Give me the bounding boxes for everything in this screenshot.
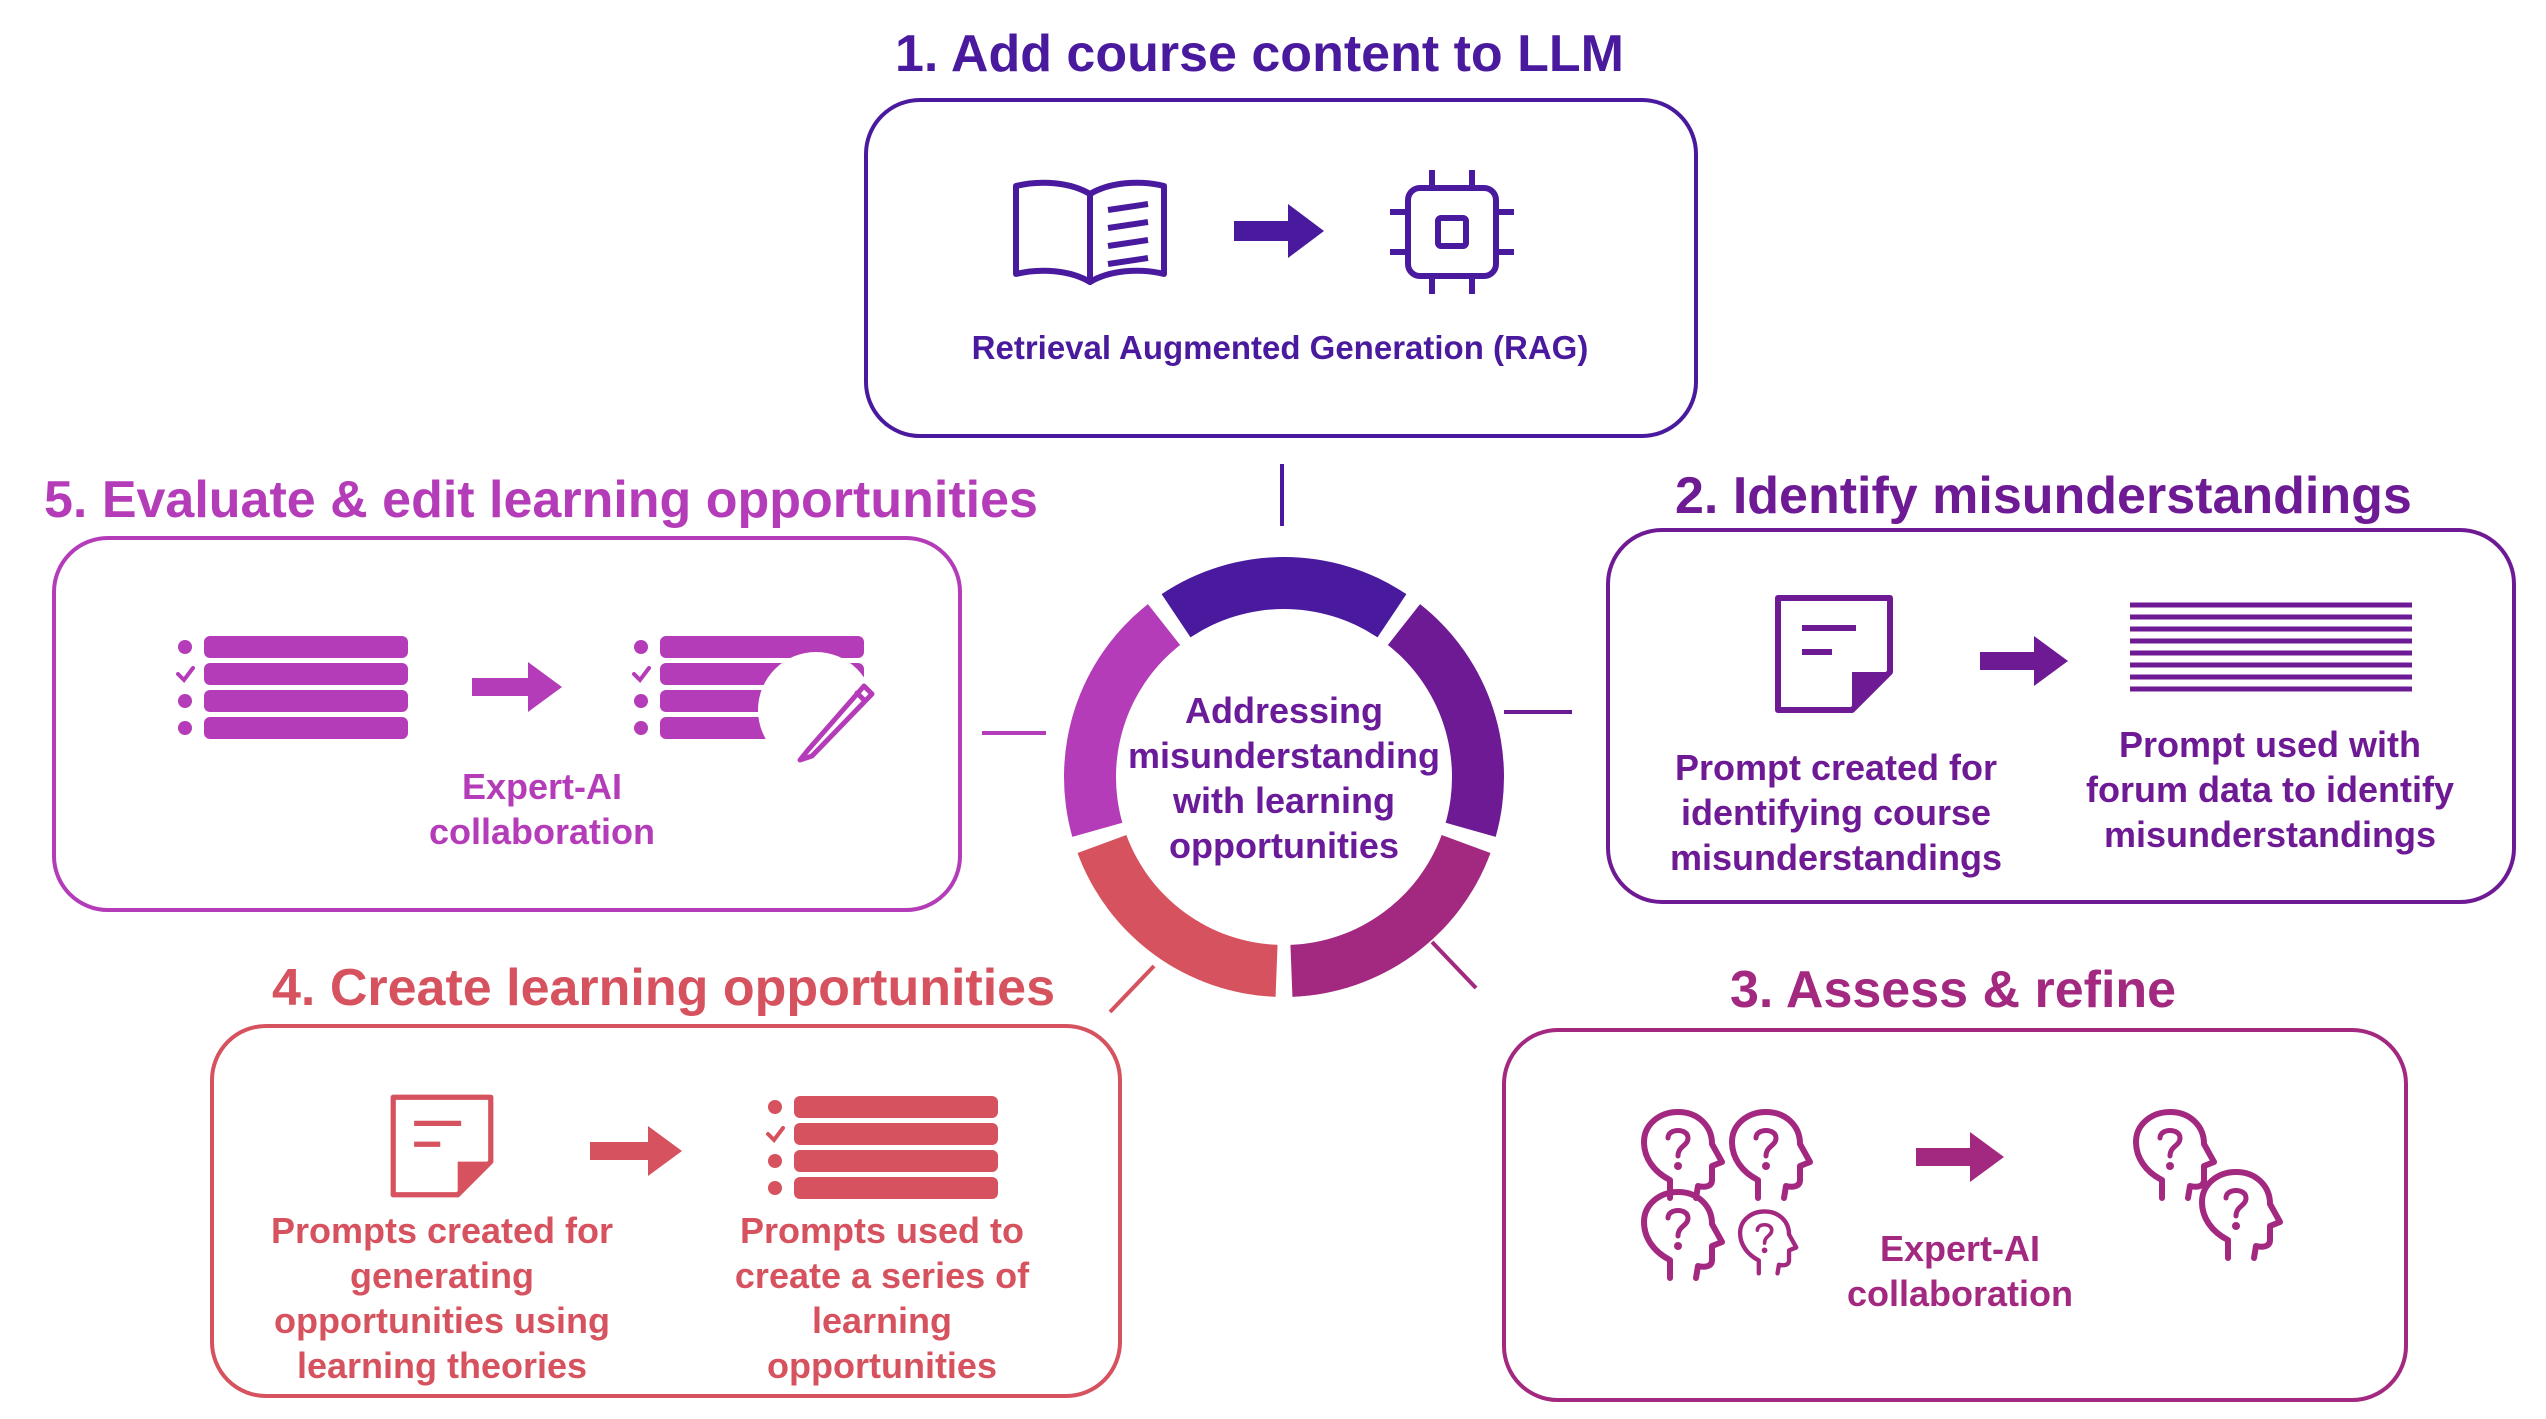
stage4-arrow-icon [590,1126,682,1176]
stage5-checklist-icon [176,636,408,739]
cpu-chip-icon [1390,170,1514,294]
stage3-box [1502,1028,2408,1402]
stage1-title: 1. Add course content to LLM [895,25,1624,83]
stage5-arrow-icon [472,662,562,712]
question-heads-group-icon [1630,1110,1830,1290]
stage4-checklist-icon [766,1096,998,1199]
stage2-arrow-icon [1980,636,2068,686]
ring-segment-stage5 [1064,604,1181,837]
stage2-box [1606,528,2516,904]
stage5-caption: Expert-AI collaboration [428,766,656,852]
stage5-box [52,536,962,912]
checklist-edit-icon [632,636,875,768]
stage4-left-caption: Prompts created for generating opportuni… [270,1210,614,1386]
stage3-title: 3. Assess & refine [1730,961,2177,1019]
stage3-caption: Expert-AI collaboration [1846,1228,2074,1314]
stage2-left-caption: Prompt created for identifying course mi… [1669,747,2003,878]
stage4-box [210,1024,1122,1398]
stage4-note-document-icon [390,1094,494,1198]
connector-stage4 [1108,964,1156,1014]
stage3-arrow-icon [1916,1132,2004,1182]
connector-stage3 [1430,940,1478,990]
center-text: Addressing misunderstanding with learnin… [1127,690,1441,866]
cycle-ring [1064,557,1504,997]
ring-segment-stage3 [1290,835,1491,997]
stage2-right-caption: Prompt used with forum data to identify … [2086,724,2454,855]
text-lines-icon [2130,602,2412,692]
stage5-title: 5. Evaluate & edit learning opportunitie… [44,471,1038,529]
stage4-right-caption: Prompts used to create a series of learn… [734,1210,1030,1386]
open-book-icon [1013,179,1167,285]
ring-segment-stage4 [1077,835,1278,997]
ring-segment-stage1 [1161,557,1407,638]
stage1-arrow-icon [1234,204,1324,258]
stage2-note-document-icon [1775,595,1893,713]
stage1-box [864,98,1698,438]
stage2-title: 2. Identify misunderstandings [1675,467,2412,525]
question-heads-pair-icon [2122,1110,2322,1290]
ring-segment-stage2 [1387,604,1504,837]
stage4-title: 4. Create learning opportunities [272,959,1056,1017]
stage1-caption: Retrieval Augmented Generation (RAG) [971,329,1589,366]
